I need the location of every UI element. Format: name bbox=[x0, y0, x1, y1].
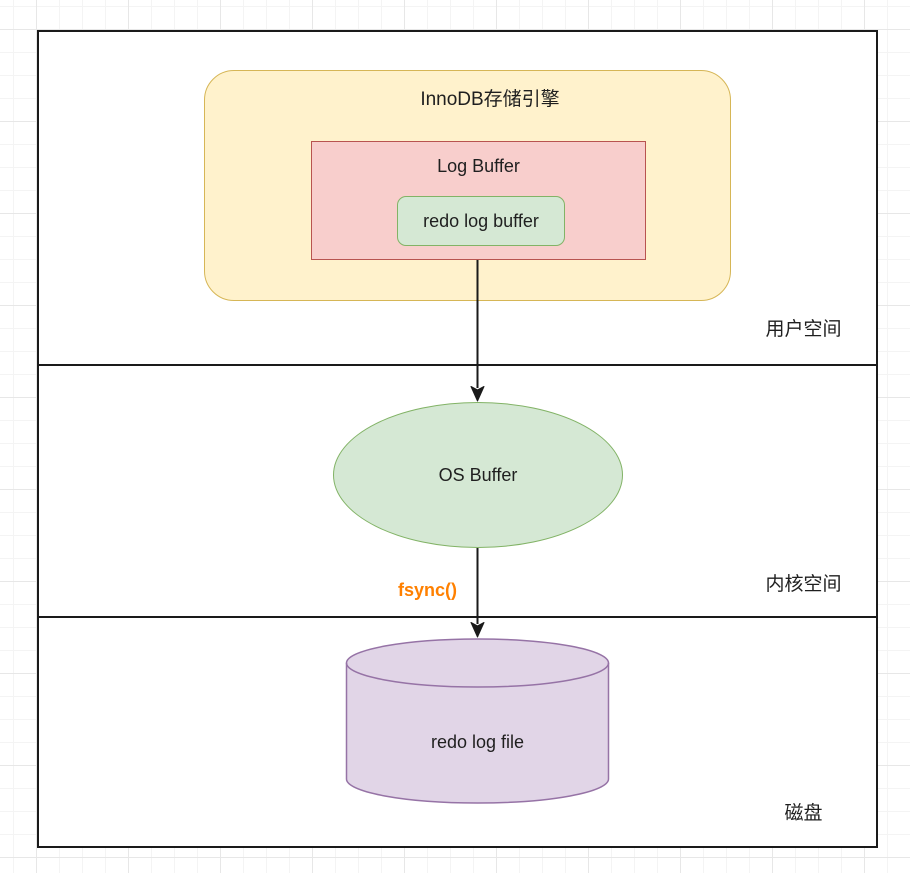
kernel-space-label: 内核空间 bbox=[765, 574, 842, 595]
fsync-label: fsync() bbox=[398, 580, 458, 600]
os-buffer-label: OS Buffer bbox=[438, 464, 518, 485]
user-space-label: 用户空间 bbox=[765, 319, 842, 340]
redo-log-file-label: redo log file bbox=[430, 732, 525, 752]
os-buffer-ellipse: OS Buffer bbox=[333, 402, 623, 548]
disk-label: 磁盘 bbox=[784, 803, 823, 824]
redo-log-buffer-label: redo log buffer bbox=[423, 210, 539, 231]
innodb-engine-label: InnoDB存储引擎 bbox=[420, 89, 560, 110]
log-buffer-label: Log Buffer bbox=[437, 156, 520, 176]
cylinder-body-shape bbox=[345, 638, 610, 804]
redo-log-file-cylinder bbox=[345, 638, 610, 804]
cylinder-rim-shape bbox=[345, 662, 610, 688]
redo-log-buffer-box: redo log buffer bbox=[397, 196, 565, 246]
